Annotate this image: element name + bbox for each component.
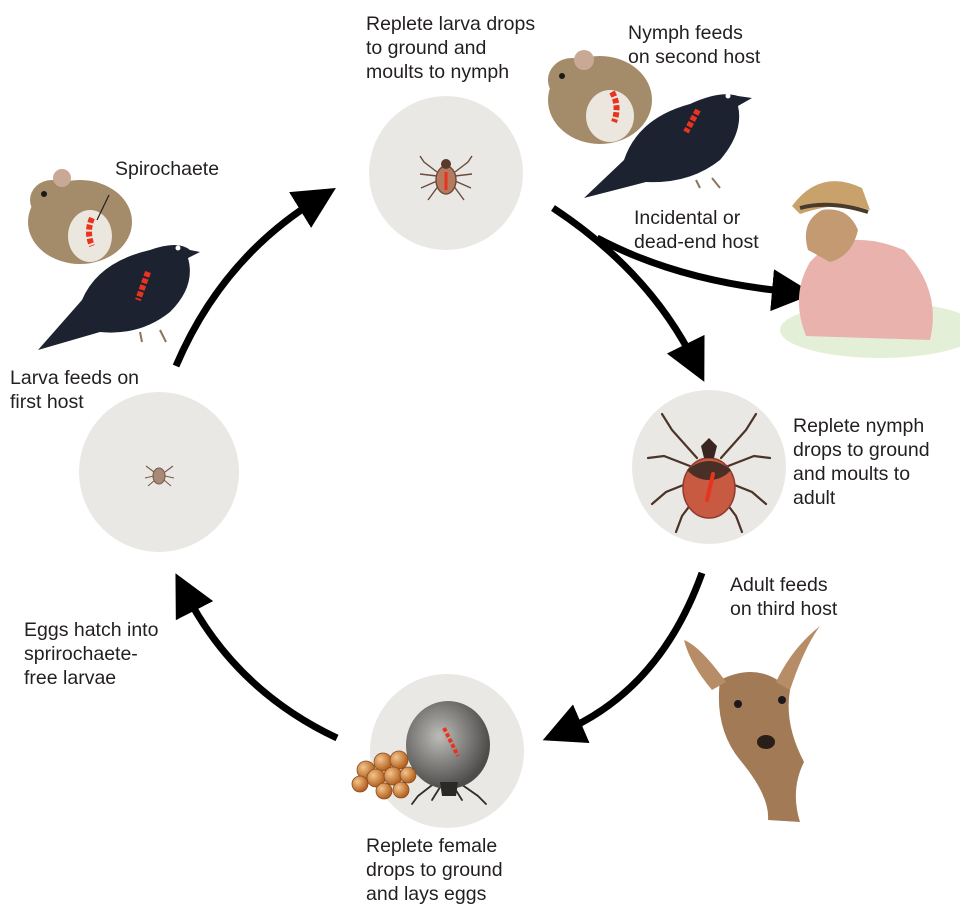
label-larva-feeds-on-first-host: Larva feeds on first host xyxy=(10,366,139,414)
label-spirochaete: Spirochaete xyxy=(115,157,219,181)
arrow-larva-to-nymph xyxy=(176,199,318,366)
label-nymph-feeds-on-second-host: Nymph feeds on second host xyxy=(628,21,760,69)
mouse-first-host-illustration xyxy=(28,169,132,264)
label-incidental-dead-end-host: Incidental or dead-end host xyxy=(634,206,759,254)
arrow-female-to-larva xyxy=(185,592,337,738)
label-adult-feeds-on-third-host: Adult feeds on third host xyxy=(730,573,837,621)
label-replete-female-drops: Replete female drops to ground and lays … xyxy=(366,834,503,906)
label-eggs-hatch: Eggs hatch into sprirochaete- free larva… xyxy=(24,618,158,690)
label-replete-nymph-drops: Replete nymph drops to ground and moults… xyxy=(793,414,930,510)
child-incidental-host-illustration xyxy=(780,181,960,358)
arrow-adult-to-female xyxy=(562,573,702,732)
deer-third-host-illustration xyxy=(684,626,820,822)
egg-cluster-illustration xyxy=(352,751,416,799)
label-replete-larva-drops: Replete larva drops to ground and moults… xyxy=(366,12,535,84)
